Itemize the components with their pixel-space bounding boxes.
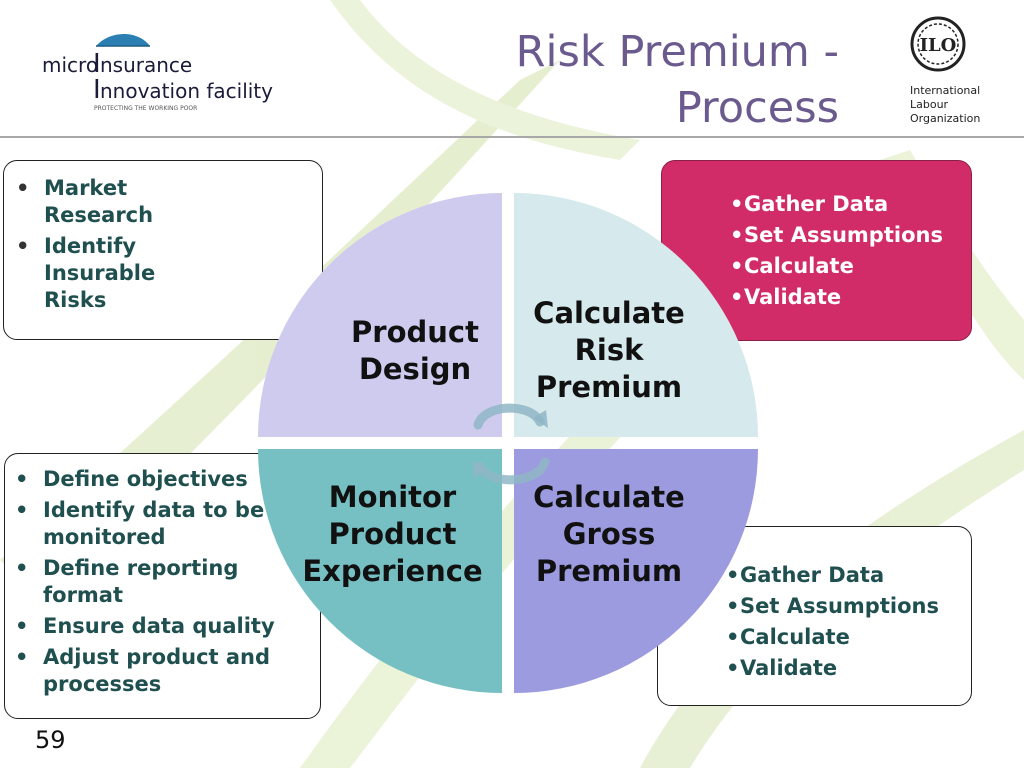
quadrant-label-product-design: Product Design	[351, 315, 479, 386]
umbrella-icon	[96, 34, 150, 46]
quadrant-calculate-risk-premium	[514, 193, 758, 437]
ilo-emblem-text: ILO	[920, 35, 957, 56]
list-item: •Validate	[726, 656, 838, 680]
ilo-line-1: International	[910, 84, 980, 97]
logo-tagline: PROTECTING THE WORKING POOR	[94, 105, 197, 112]
ilo-line-2: Labour	[910, 98, 949, 111]
quadrant-label-monitor-product-experience: Monitor Product Experience	[302, 480, 483, 588]
slide-title-line-2: Process	[675, 83, 839, 133]
list-item: •Define objectives	[15, 467, 248, 491]
risk-premium-steps-list: •Gather Data •Set Assumptions •Calculate…	[730, 191, 971, 311]
slide-title-line-1: Risk Premium -	[515, 27, 839, 77]
quadrant-label-calculate-risk-premium: Calculate Risk Premium	[533, 296, 685, 404]
list-item: •Calculate	[726, 625, 850, 649]
microinsurance-facility-logo: micro I nsurance I nnovation facility PR…	[42, 34, 273, 112]
quadrant-monitor-product-experience	[258, 449, 502, 693]
list-item: •Set Assumptions	[730, 223, 943, 247]
list-item: •Ensure data quality	[15, 614, 275, 638]
list-item: •Gather Data	[730, 192, 889, 216]
ilo-emblem-icon: ILO	[910, 16, 966, 72]
slide-title: Risk Premium - Process	[419, 24, 839, 136]
logo-initial-2: I	[93, 75, 101, 105]
ilo-line-3: Organization	[910, 112, 980, 125]
list-item: •Calculate	[730, 254, 854, 278]
quadrant-calculate-gross-premium	[514, 449, 758, 693]
gross-premium-steps-list: •Gather Data •Set Assumptions •Calculate…	[726, 562, 971, 682]
logo-word-micro: micro	[42, 53, 98, 77]
ilo-logo: ILO International Labour Organization	[910, 16, 980, 125]
page-number: 59	[35, 726, 66, 754]
cycle-arrows-icon	[472, 403, 550, 485]
logo-initial-1: I	[93, 49, 101, 79]
list-item: •Set Assumptions	[726, 594, 939, 618]
list-item: •Validate	[730, 285, 842, 309]
quadrant-label-calculate-gross-premium: Calculate Gross Premium	[533, 480, 685, 588]
list-item: •Gather Data	[726, 563, 885, 587]
logo-word-insurance: nsurance	[100, 53, 192, 77]
logo-word-innovation: nnovation facility	[100, 79, 273, 103]
title-divider	[0, 136, 1024, 138]
quadrant-product-design	[258, 193, 502, 437]
